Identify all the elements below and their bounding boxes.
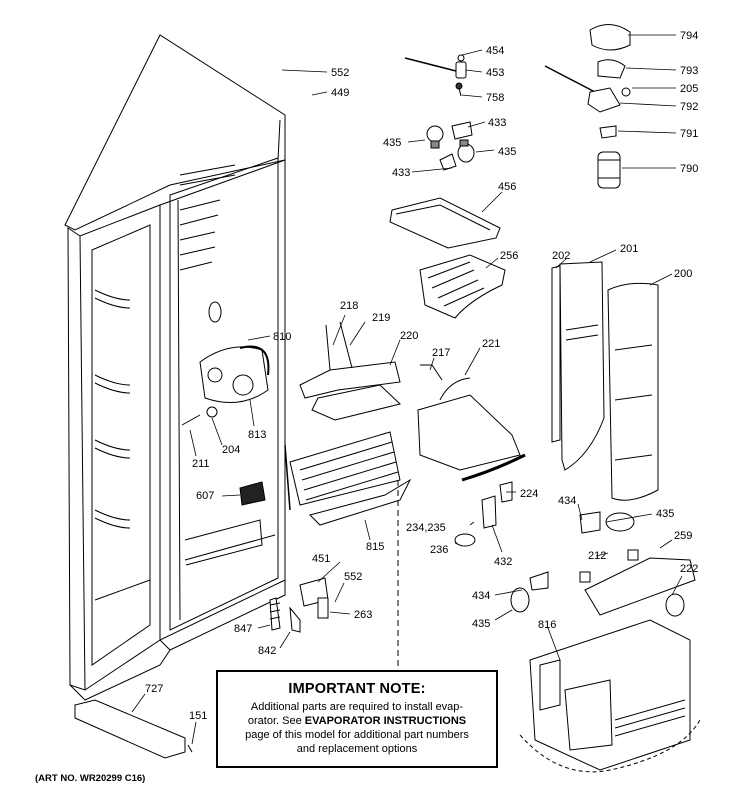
callout-816: 816 <box>538 619 556 631</box>
light-shield-256 <box>419 254 506 319</box>
note-line-3: page of this model for additional part n… <box>245 729 469 741</box>
callout-435-c: 435 <box>656 508 674 520</box>
callout-727: 727 <box>145 683 163 695</box>
callout-205: 205 <box>680 83 698 95</box>
fan-motor-810 <box>181 345 270 426</box>
callout-151: 151 <box>189 710 207 722</box>
note-line-4: and replacement options <box>296 743 418 755</box>
evaporator-brackets <box>299 321 526 482</box>
callout-842: 842 <box>258 645 276 657</box>
callout-433-a: 433 <box>488 117 506 129</box>
damper-parts <box>454 481 513 547</box>
lower-center-parts <box>269 480 399 668</box>
callout-259: 259 <box>674 530 692 542</box>
important-note-box: IMPORTANT NOTE: Additional parts are req… <box>216 670 498 768</box>
callout-434-a: 434 <box>558 495 576 507</box>
light-shield-456 <box>389 197 501 249</box>
note-line-2: orator. See EVAPORATOR INSTRUCTIONS <box>224 714 490 728</box>
callout-222: 222 <box>680 563 698 575</box>
callout-791: 791 <box>680 128 698 140</box>
callout-454: 454 <box>486 45 504 57</box>
callout-435-a: 435 <box>383 137 401 149</box>
note-line-2-text: orator. See <box>247 715 305 727</box>
callout-263: 263 <box>354 609 372 621</box>
part-callouts: 552 449 454 453 758 794 793 205 792 791 … <box>145 30 698 722</box>
callout-794: 794 <box>680 30 698 42</box>
callout-202: 202 <box>552 250 570 262</box>
callout-813: 813 <box>248 429 266 441</box>
note-line-1: Additional parts are required to install… <box>250 701 464 713</box>
art-number: (ART NO. WR20299 C16) <box>35 773 146 784</box>
callout-449: 449 <box>331 87 349 99</box>
callout-435-b: 435 <box>498 146 516 158</box>
callout-234-235: 234,235 <box>406 522 446 534</box>
callout-607: 607 <box>196 490 214 502</box>
refrigerator-case <box>64 34 286 701</box>
callout-221: 221 <box>482 338 500 350</box>
callout-792: 792 <box>680 101 698 113</box>
callout-200: 200 <box>674 268 692 280</box>
evaporator-coil-815 <box>239 431 412 526</box>
callout-815: 815 <box>366 541 384 553</box>
callout-810: 810 <box>273 331 291 343</box>
leader-lines <box>131 34 683 745</box>
lamp-housing-parts <box>510 511 696 617</box>
callout-201: 201 <box>620 243 638 255</box>
callout-793: 793 <box>680 65 698 77</box>
callout-451: 451 <box>312 553 330 565</box>
callout-456: 456 <box>498 181 516 193</box>
callout-212: 212 <box>588 550 606 562</box>
evaporator-instructions-ref: EVAPORATOR INSTRUCTIONS <box>304 715 467 727</box>
callout-217: 217 <box>432 347 450 359</box>
callout-218: 218 <box>340 300 358 312</box>
door-panels <box>551 261 659 501</box>
callout-219: 219 <box>372 312 390 324</box>
callout-552-b: 552 <box>344 571 362 583</box>
fan-shroud-816 <box>519 619 701 773</box>
note-title: IMPORTANT NOTE: <box>288 681 426 697</box>
callout-224: 224 <box>520 488 538 500</box>
callout-256: 256 <box>500 250 518 262</box>
callout-790: 790 <box>680 163 698 175</box>
dispenser-motor-assembly <box>544 24 631 189</box>
light-socket-assembly <box>404 54 475 171</box>
callout-847: 847 <box>234 623 252 635</box>
callout-435-d: 435 <box>472 618 490 630</box>
callout-552: 552 <box>331 67 349 79</box>
callout-433-b: 433 <box>392 167 410 179</box>
callout-434-b: 434 <box>472 590 490 602</box>
callout-432: 432 <box>494 556 512 568</box>
note-body: Additional parts are required to install… <box>218 700 496 756</box>
callout-758: 758 <box>486 92 504 104</box>
callout-211: 211 <box>192 458 210 470</box>
callout-220: 220 <box>400 330 418 342</box>
callout-236: 236 <box>430 544 448 556</box>
callout-204: 204 <box>222 444 240 456</box>
callout-453: 453 <box>486 67 504 79</box>
kickplate-727 <box>74 699 193 759</box>
